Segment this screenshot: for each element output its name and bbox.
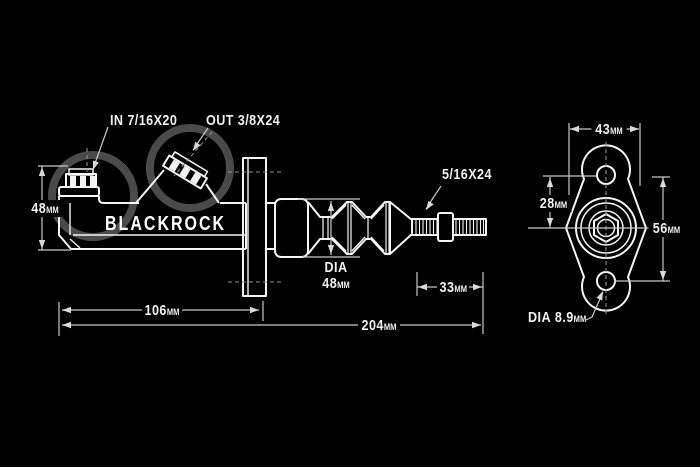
arrow-43-right bbox=[630, 125, 639, 133]
boot-dia-value: 48MM bbox=[322, 275, 350, 292]
hole-reference-lines bbox=[543, 176, 670, 281]
rod-thread-label: 5/16X24 bbox=[442, 166, 492, 183]
arrow-33-right bbox=[473, 283, 482, 291]
cylinder-body bbox=[59, 196, 246, 249]
arrow-48-top bbox=[38, 167, 46, 176]
arrow-204-right bbox=[472, 321, 481, 329]
boot-dia-prefix: DIA bbox=[324, 259, 348, 276]
cylinder-nose bbox=[275, 199, 308, 257]
side-dimensions bbox=[38, 127, 483, 336]
arrow-28-top bbox=[546, 178, 554, 187]
arrow-rod-thread bbox=[426, 200, 434, 210]
inlet-port bbox=[59, 169, 99, 196]
brand-logo: BLACKROCK bbox=[105, 213, 227, 235]
dim-hole-to-center: 28MM bbox=[535, 195, 572, 212]
inlet-highlight-ring bbox=[52, 155, 134, 237]
dim-body-height: 48MM bbox=[27, 200, 63, 217]
arrowheads bbox=[38, 125, 667, 329]
bolt-hole-top bbox=[597, 166, 615, 184]
rod-nut bbox=[438, 213, 453, 241]
arrow-56-top bbox=[659, 178, 667, 187]
front-dimensions bbox=[528, 123, 670, 320]
dim-flange-width: 43MM bbox=[591, 121, 627, 138]
dim-overall-length: 204MM bbox=[358, 317, 400, 334]
bellows-boot bbox=[308, 202, 412, 254]
arrow-hole-dia bbox=[596, 291, 603, 301]
outlet-highlight-ring bbox=[150, 128, 230, 208]
side-centerlines bbox=[87, 132, 284, 282]
outlet-port bbox=[136, 150, 219, 203]
dim-thread-length: 33MM bbox=[437, 279, 469, 296]
arrow-204-left bbox=[62, 321, 71, 329]
bolt-hole-bottom bbox=[597, 272, 615, 290]
spacer-ring bbox=[266, 203, 275, 249]
arrow-boot-bottom bbox=[327, 245, 335, 254]
arrow-56-bottom bbox=[659, 271, 667, 280]
arrow-boot-top bbox=[327, 202, 335, 211]
inlet-port-label: IN 7/16X20 bbox=[110, 112, 178, 129]
arrow-48-bottom bbox=[38, 240, 46, 249]
arrow-106-right bbox=[250, 306, 259, 314]
arrow-inlet bbox=[92, 160, 99, 170]
arrow-33-left bbox=[418, 283, 427, 291]
side-view bbox=[59, 150, 486, 296]
outlet-port-label: OUT 3/8X24 bbox=[206, 112, 281, 129]
arrow-43-left bbox=[570, 125, 579, 133]
arrow-28-bottom bbox=[546, 218, 554, 227]
dim-bolt-hole-dia: DIA 8.9MM bbox=[528, 309, 587, 326]
arrow-outlet bbox=[193, 141, 201, 151]
push-rod bbox=[412, 213, 486, 241]
dim-body-length: 106MM bbox=[141, 302, 183, 319]
dim-hole-spacing: 56MM bbox=[648, 220, 685, 237]
hole-dia-leader bbox=[586, 292, 603, 320]
outlet-axis-centerline bbox=[174, 132, 212, 176]
arrow-106-left bbox=[62, 306, 71, 314]
